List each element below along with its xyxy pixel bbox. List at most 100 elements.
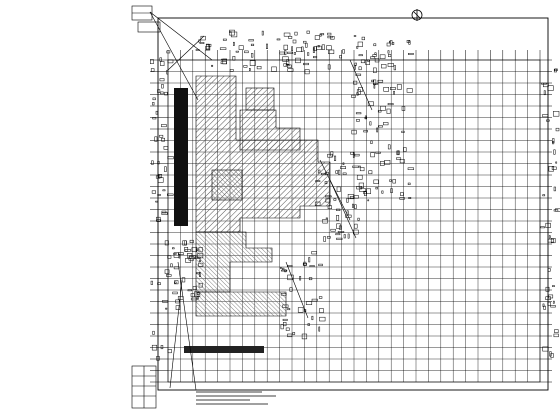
annotation-mark <box>350 151 355 155</box>
annotation-mark <box>379 54 386 59</box>
annotation-mark <box>383 87 389 92</box>
annotation-mark <box>343 234 346 239</box>
annotation-mark <box>335 170 339 174</box>
annotation-mark <box>351 94 356 98</box>
annotation-mark <box>167 156 174 160</box>
annotation-mark <box>189 255 196 259</box>
annotation-mark <box>545 296 551 300</box>
annotation-mark <box>550 305 556 308</box>
annotation-mark <box>326 236 331 239</box>
annotation-mark <box>551 166 557 170</box>
annotation-mark <box>164 269 170 274</box>
annotation-mark <box>355 112 362 115</box>
annotation-mark <box>287 308 291 311</box>
annotation-mark <box>358 165 361 168</box>
annotation-mark <box>392 179 396 184</box>
annotation-mark <box>340 166 346 169</box>
annotation-mark <box>546 119 550 122</box>
annotation-mark <box>167 349 172 354</box>
annotation-mark <box>555 161 558 164</box>
annotation-mark <box>150 280 153 285</box>
annotation-mark <box>327 153 333 158</box>
annotation-mark <box>316 45 322 50</box>
annotation-mark <box>249 68 251 71</box>
annotation-mark <box>174 280 179 285</box>
annotation-mark <box>392 42 395 45</box>
annotation-mark <box>288 36 293 39</box>
annotation-mark <box>197 292 200 295</box>
annotation-mark <box>248 39 254 42</box>
annotation-mark <box>336 186 341 192</box>
annotation-mark <box>305 301 313 305</box>
annotation-mark <box>377 79 384 83</box>
annotation-mark <box>552 300 555 304</box>
annotation-mark <box>173 253 177 255</box>
annotation-mark <box>336 237 343 240</box>
annotation-mark <box>155 110 158 115</box>
annotation-mark <box>287 68 294 72</box>
annotation-mark <box>547 268 551 272</box>
annotation-mark <box>281 269 288 272</box>
annotation-mark <box>175 305 181 310</box>
annotation-mark <box>232 56 236 61</box>
annotation-mark <box>198 262 204 267</box>
annotation-mark <box>342 172 347 175</box>
annotation-mark <box>346 198 349 203</box>
annotation-mark <box>313 56 318 59</box>
annotation-mark <box>282 304 289 308</box>
annotation-mark <box>296 47 303 52</box>
annotation-mark <box>380 105 386 111</box>
annotation-mark <box>399 159 405 164</box>
annotation-mark <box>164 240 169 246</box>
annotation-mark <box>373 83 379 85</box>
annotation-mark <box>401 130 405 133</box>
leader-lines <box>149 11 373 391</box>
annotation-mark <box>318 296 323 299</box>
annotation-mark <box>319 316 326 322</box>
annotation-mark <box>381 64 387 69</box>
annotation-mark <box>152 330 155 335</box>
annotation-mark <box>155 175 161 179</box>
annotation-mark <box>282 318 288 321</box>
annotation-mark <box>167 193 174 196</box>
annotation-mark <box>553 209 559 212</box>
annotation-mark <box>542 194 546 197</box>
annotation-mark <box>357 41 363 47</box>
annotation-mark <box>151 190 156 194</box>
annotation-mark <box>152 97 156 101</box>
annotation-mark <box>554 68 558 71</box>
annotation-mark <box>339 55 342 59</box>
annotation-mark <box>299 276 302 281</box>
bottom-left-detail <box>131 365 157 409</box>
annotation-mark <box>191 247 198 252</box>
annotation-mark <box>229 31 232 33</box>
annotation-mark <box>167 255 172 259</box>
annotation-mark <box>251 53 254 58</box>
annotation-mark <box>157 160 160 165</box>
annotation-mark <box>190 297 198 301</box>
annotation-mark <box>383 122 389 126</box>
annotation-mark <box>161 212 168 215</box>
annotation-mark <box>160 61 165 66</box>
annotation-mark <box>548 235 551 239</box>
annotation-mark <box>351 129 357 135</box>
annotation-mark <box>397 150 400 155</box>
annotation-mark <box>370 152 375 158</box>
annotation-mark <box>205 43 210 50</box>
annotation-mark <box>542 346 549 352</box>
annotation-mark <box>244 50 249 54</box>
annotation-mark <box>311 315 314 321</box>
annotation-mark <box>314 201 321 206</box>
annotation-mark <box>283 32 291 37</box>
annotation-mark <box>271 66 277 72</box>
annotation-mark <box>198 247 203 253</box>
annotation-mark <box>157 89 161 93</box>
annotation-mark <box>196 253 204 259</box>
annotation-mark <box>552 285 555 287</box>
annotation-mark <box>162 189 166 192</box>
annotation-mark <box>305 42 308 48</box>
annotation-mark <box>229 69 234 72</box>
annotation-mark <box>543 90 546 96</box>
annotation-mark <box>283 44 288 50</box>
